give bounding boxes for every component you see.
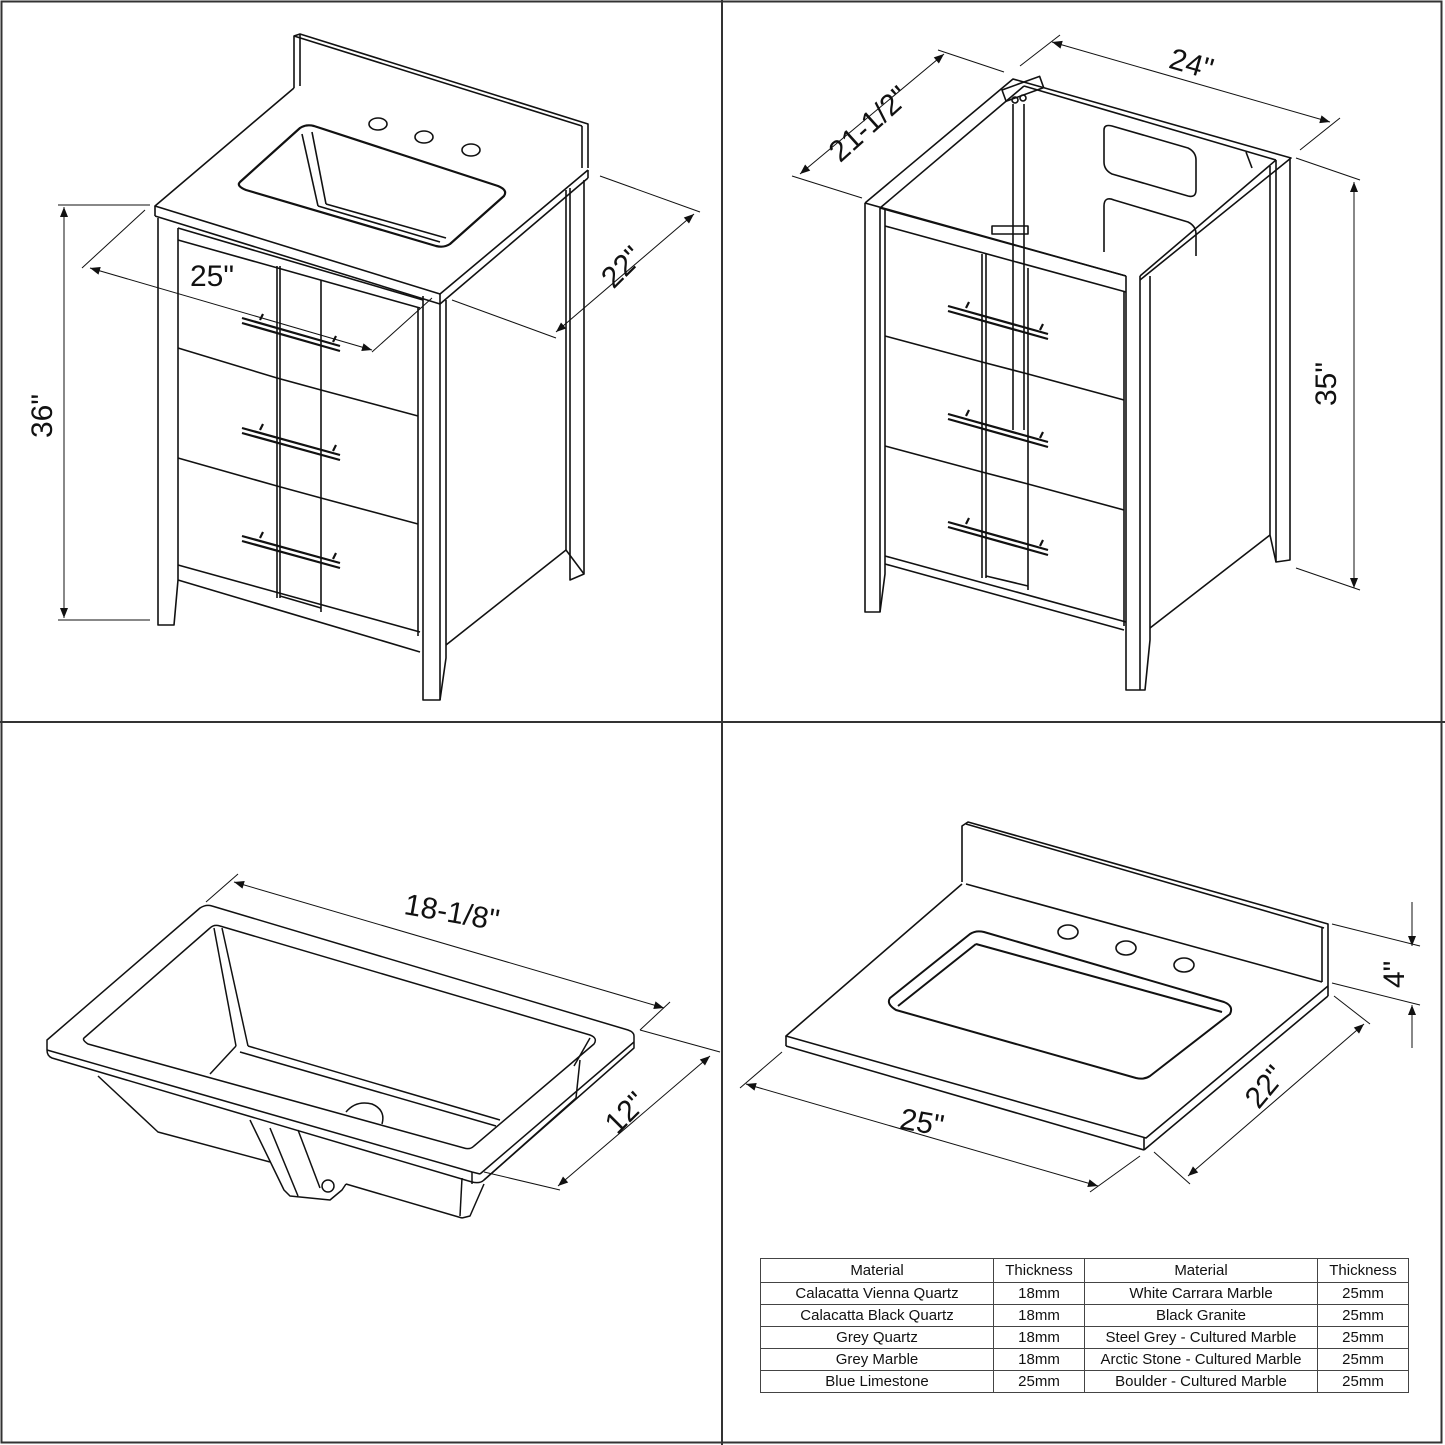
- header-material-2: Material: [1084, 1258, 1318, 1283]
- header-material-1: Material: [760, 1258, 994, 1283]
- dim-width-label: 24": [1166, 42, 1217, 86]
- dimension-lines-assembled: [58, 175, 701, 621]
- thickness-cell: 18mm: [993, 1326, 1085, 1349]
- dim-depth-label: 21-1/2": [823, 80, 916, 169]
- dim-depth-label: 22": [1239, 1060, 1293, 1115]
- cabinet-body: [157, 180, 585, 701]
- material-cell: Steel Grey - Cultured Marble: [1084, 1326, 1318, 1349]
- thickness-cell: 25mm: [1317, 1370, 1409, 1393]
- countertop-slab: [785, 883, 1329, 1151]
- thickness-cell: 25mm: [1317, 1282, 1409, 1305]
- header-thickness-2: Thickness: [1317, 1258, 1409, 1283]
- dimension-labels-cabinet: 24" 21-1/2" 35": [823, 42, 1343, 406]
- sink-underside: [97, 1059, 581, 1219]
- dimension-lines-cabinet: [791, 34, 1361, 591]
- backsplash: [293, 33, 589, 168]
- material-cell: Black Granite: [1084, 1304, 1318, 1327]
- thickness-cell: 25mm: [1317, 1326, 1409, 1349]
- material-cell: Grey Marble: [760, 1348, 994, 1371]
- panel-countertop: [739, 821, 1421, 1193]
- sink-basin: [82, 924, 597, 1150]
- thickness-cell: 18mm: [993, 1304, 1085, 1327]
- dimension-lines-countertop: [739, 902, 1421, 1193]
- dim-depth-label: 22": [595, 240, 649, 294]
- drawer-pull-middle: [241, 423, 341, 462]
- panel-assembled-vanity: [58, 33, 701, 701]
- dimension-lines-sink: [205, 873, 721, 1191]
- header-thickness-1: Thickness: [993, 1258, 1085, 1283]
- dim-width-label: 12": [599, 1086, 653, 1140]
- material-cell: Calacatta Black Quartz: [760, 1304, 994, 1327]
- drawer-pull-bottom: [241, 531, 341, 570]
- material-cell: Blue Limestone: [760, 1370, 994, 1393]
- table-row: Blue Limestone 25mm Boulder - Cultured M…: [760, 1370, 1409, 1393]
- sink-opening: [237, 124, 507, 248]
- material-cell: White Carrara Marble: [1084, 1282, 1318, 1305]
- dim-height-label: 36": [26, 394, 59, 438]
- thickness-cell: 25mm: [1317, 1348, 1409, 1371]
- table-row: Grey Quartz 18mm Steel Grey - Cultured M…: [760, 1326, 1409, 1349]
- drawer-pulls: [241, 313, 341, 570]
- countertop-faucet-holes: [1057, 924, 1195, 973]
- faucet-holes: [368, 117, 481, 157]
- cabinet-interior: [991, 104, 1197, 430]
- countertop-surface: [154, 87, 589, 305]
- panel-cabinet-only: [791, 34, 1361, 691]
- countertop-backsplash: [961, 821, 1329, 986]
- thickness-cell: 25mm: [993, 1370, 1085, 1393]
- material-cell: Boulder - Cultured Marble: [1084, 1370, 1318, 1393]
- thickness-cell: 18mm: [993, 1282, 1085, 1305]
- table-row: Calacatta Vienna Quartz 18mm White Carra…: [760, 1282, 1409, 1305]
- dimension-labels-countertop: 25" 22" 4": [897, 961, 1411, 1143]
- material-cell: Arctic Stone - Cultured Marble: [1084, 1348, 1318, 1371]
- drawer-pull-top: [241, 313, 341, 353]
- table-row: Calacatta Black Quartz 18mm Black Granit…: [760, 1304, 1409, 1327]
- dim-height-label: 35": [1310, 362, 1343, 406]
- dim-width-label: 25": [897, 1103, 946, 1143]
- cabinet-top-frame: [864, 75, 1292, 281]
- material-cell: Calacatta Vienna Quartz: [760, 1282, 994, 1305]
- thickness-cell: 18mm: [993, 1348, 1085, 1371]
- thickness-cell: 25mm: [1317, 1304, 1409, 1327]
- panel-sink-bowl: [46, 873, 721, 1219]
- sink-rim: [46, 904, 635, 1184]
- table-row: Grey Marble 18mm Arctic Stone - Cultured…: [760, 1348, 1409, 1371]
- dimension-labels-assembled: 25" 22" 36": [26, 240, 650, 438]
- cabinet-posts: [864, 158, 1291, 691]
- dim-backsplash-label: 4": [1378, 961, 1411, 988]
- cabinet-drawer-pulls: [947, 301, 1049, 557]
- cabinet-front: [884, 225, 1127, 631]
- dim-length-label: 18-1/8": [402, 888, 502, 937]
- material-cell: Grey Quartz: [760, 1326, 994, 1349]
- materials-thickness-table: Material Thickness Material Thickness Ca…: [760, 1258, 1409, 1393]
- countertop-sink-cutout: [887, 930, 1233, 1080]
- dim-width-label: 25": [190, 260, 234, 293]
- table-header-row: Material Thickness Material Thickness: [760, 1258, 1409, 1283]
